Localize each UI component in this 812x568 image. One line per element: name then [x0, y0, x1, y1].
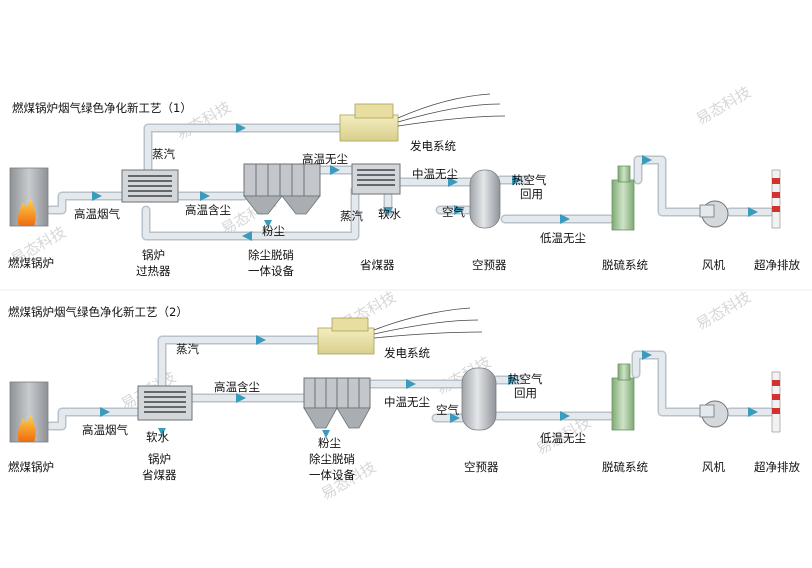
high-temp-clean-label: 高温无尘 — [302, 152, 348, 166]
flow-arrow — [642, 155, 652, 165]
flow-arrow — [560, 411, 570, 421]
power-system-label: 发电系统 — [410, 139, 456, 153]
mid-temp-clean-label: 中温无尘 — [384, 395, 430, 409]
diagram-2-title: 燃煤锅炉烟气绿色净化新工艺（2） — [8, 305, 188, 319]
generator-1 — [339, 93, 506, 142]
boiler-2 — [9, 381, 49, 443]
air-preheater-1 — [469, 169, 501, 229]
preheater-label: 空预器 — [472, 258, 507, 272]
fan-1 — [699, 200, 729, 228]
flow-arrow — [100, 407, 110, 417]
steam-label: 蒸汽 — [340, 209, 363, 223]
stack-2 — [771, 371, 781, 433]
flow-arrow — [158, 428, 166, 436]
filter-label: 一体设备 — [309, 468, 355, 482]
watermarks: 易态科技 易态科技 易态科技 易态科技 易态科技 易态科技 易态科技 易态科技 … — [8, 83, 754, 504]
flow-arrow — [448, 177, 458, 187]
hot-air-label: 回用 — [514, 386, 537, 400]
desulfurization-label: 脱硫系统 — [602, 258, 648, 272]
labels-1: 燃煤锅炉 高温烟气 蒸汽 锅炉 过热器 高温含尘 粉尘 除尘脱硝 一体设备 高温… — [8, 139, 800, 278]
generator-2 — [317, 307, 483, 355]
diagram-1-title: 燃煤锅炉烟气绿色净化新工艺（1） — [12, 101, 192, 115]
flow-arrow — [508, 375, 518, 385]
steam-label: 蒸汽 — [152, 147, 175, 161]
desulfurization-tower-2 — [611, 363, 635, 431]
economizer-2 — [137, 385, 193, 421]
air-preheater-2 — [461, 367, 497, 431]
hot-air-label: 热空气 — [512, 173, 547, 187]
economizer-label: 省煤器 — [142, 468, 177, 482]
power-system-label: 发电系统 — [384, 346, 430, 360]
flow-arrow — [92, 191, 102, 201]
economizer-label: 锅炉 — [148, 452, 171, 466]
fan-2 — [699, 400, 729, 428]
filter-label: 除尘脱硝 — [309, 452, 355, 466]
flow-arrow — [242, 231, 252, 241]
flow-arrow — [264, 220, 272, 228]
boiler-label: 燃煤锅炉 — [8, 256, 54, 270]
filter-label: 除尘脱硝 — [248, 248, 294, 262]
flow-arrow — [450, 413, 460, 423]
economizer-1 — [351, 163, 401, 195]
diagram-1: 燃煤锅炉烟气绿色净化新工艺（1） — [8, 93, 800, 278]
economizer-label: 省煤器 — [360, 258, 395, 272]
flow-arrow — [748, 407, 758, 417]
flow-arrow — [330, 165, 340, 175]
boiler-label: 燃煤锅炉 — [8, 460, 54, 474]
flow-arrow — [256, 335, 266, 345]
flow-arrow — [512, 175, 522, 185]
powder-label: 粉尘 — [318, 436, 341, 450]
high-temp-dust-label: 高温含尘 — [185, 203, 231, 217]
watermark: 易态科技 — [693, 288, 754, 334]
flow-arrow — [200, 191, 210, 201]
fan-label: 风机 — [702, 258, 725, 272]
superheater-1 — [121, 169, 179, 203]
flow-arrow — [406, 379, 416, 389]
hot-air-label: 热空气 — [508, 372, 543, 386]
air-label: 空气 — [436, 403, 459, 417]
watermark: 易态科技 — [693, 83, 754, 129]
high-temp-dust-label: 高温含尘 — [214, 380, 260, 394]
labels-2: 燃煤锅炉 高温烟气 软水 蒸汽 锅炉 省煤器 高温含尘 粉尘 除尘脱硝 一体设备… — [8, 342, 800, 482]
superheater-label: 锅炉 — [142, 248, 165, 262]
filter-unit-2 — [303, 377, 371, 429]
emission-label: 超净排放 — [754, 258, 800, 272]
flow-arrow — [383, 207, 393, 216]
flow-arrow — [748, 207, 758, 217]
fire-icon — [17, 414, 36, 442]
emission-label: 超净排放 — [754, 460, 800, 474]
flow-arrow — [454, 205, 464, 215]
preheater-label: 空预器 — [464, 460, 499, 474]
hot-air-label: 回用 — [520, 187, 543, 201]
flow-arrow — [236, 393, 246, 403]
flow-arrows-2 — [100, 335, 758, 438]
flow-arrow — [322, 430, 330, 438]
diagram-2: 燃煤锅炉烟气绿色净化新工艺（2） — [8, 305, 800, 482]
flue-gas-label: 高温烟气 — [74, 207, 120, 221]
mid-temp-clean-label: 中温无尘 — [412, 167, 458, 181]
flow-arrow — [560, 214, 570, 224]
boiler-1 — [9, 167, 49, 227]
flow-arrow — [642, 350, 652, 360]
superheater-label: 过热器 — [136, 264, 171, 278]
fan-label: 风机 — [702, 460, 725, 474]
soft-water-label: 软水 — [146, 430, 169, 444]
desulfurization-tower-1 — [611, 165, 635, 231]
desulfurization-label: 脱硫系统 — [602, 460, 648, 474]
flow-arrows-1 — [92, 123, 758, 241]
flue-gas-label: 高温烟气 — [82, 423, 128, 437]
fire-icon — [17, 198, 36, 226]
low-temp-clean-label: 低温无尘 — [540, 431, 586, 445]
soft-water-label: 软水 — [378, 207, 401, 221]
steam-label: 蒸汽 — [176, 342, 199, 356]
stack-1 — [771, 169, 781, 229]
air-label: 空气 — [442, 205, 465, 219]
filter-unit-1 — [243, 163, 321, 215]
powder-label: 粉尘 — [262, 224, 285, 238]
flow-arrow — [236, 123, 246, 133]
filter-label: 一体设备 — [248, 264, 294, 278]
low-temp-clean-label: 低温无尘 — [540, 231, 586, 245]
